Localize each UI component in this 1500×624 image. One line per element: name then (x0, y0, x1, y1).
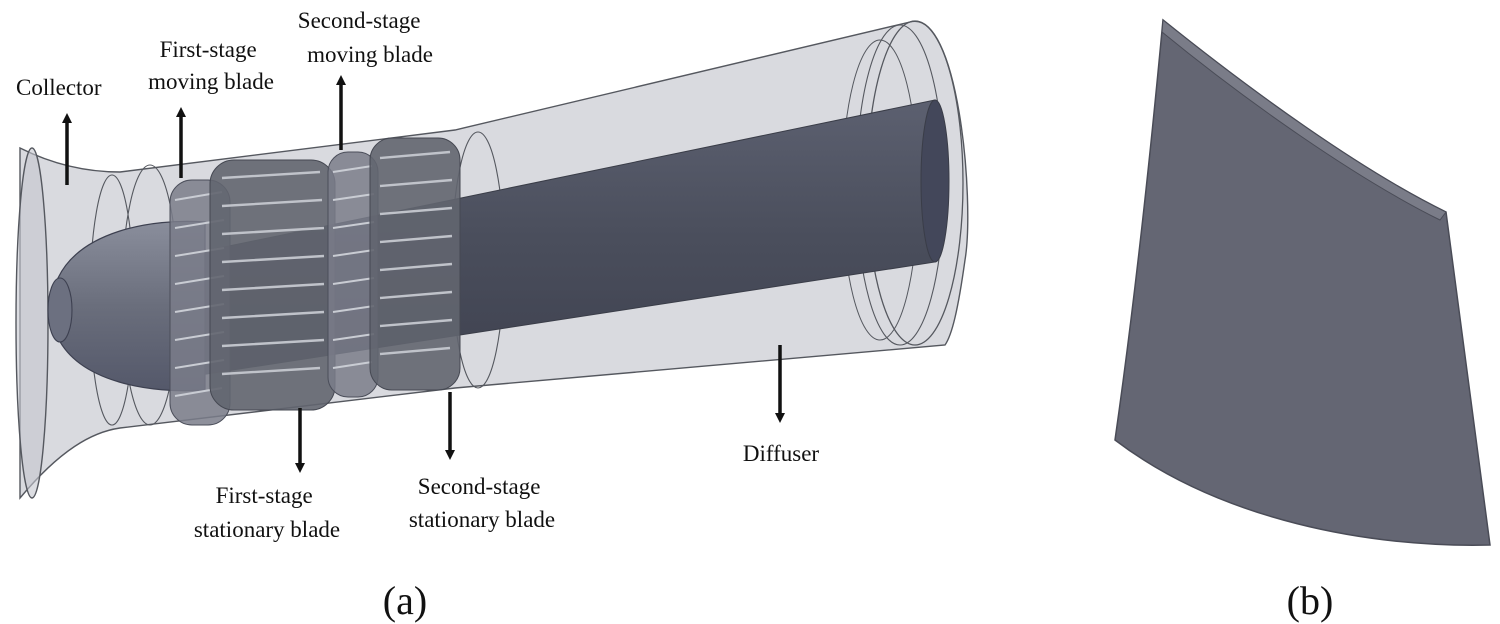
caption-a: (a) (383, 578, 427, 623)
label-second-stage-stationary-blade: Second-stage stationary blade (409, 474, 555, 532)
label-collector: Collector (16, 75, 102, 100)
blade-body (1114, 18, 1491, 546)
label-first-stage-stationary-blade: First-stage stationary blade (194, 483, 340, 542)
label-first-stage-moving-blade: First-stage moving blade (148, 37, 274, 94)
blade-tip-edge (1161, 19, 1447, 221)
nose-tip (47, 277, 73, 343)
turbine-assembly (15, 20, 969, 500)
label-diffuser: Diffuser (743, 441, 820, 466)
caption-b: (b) (1287, 578, 1334, 623)
label-second-stage-moving-blade: Second-stage moving blade (298, 8, 433, 67)
first-stage-stationary-blade-row (209, 159, 336, 411)
single-blade (1114, 18, 1491, 546)
collector-mouth (15, 147, 49, 499)
shaft-end (920, 99, 950, 263)
second-stage-stationary-blade-row (369, 137, 461, 391)
leader-arrows (62, 75, 785, 473)
